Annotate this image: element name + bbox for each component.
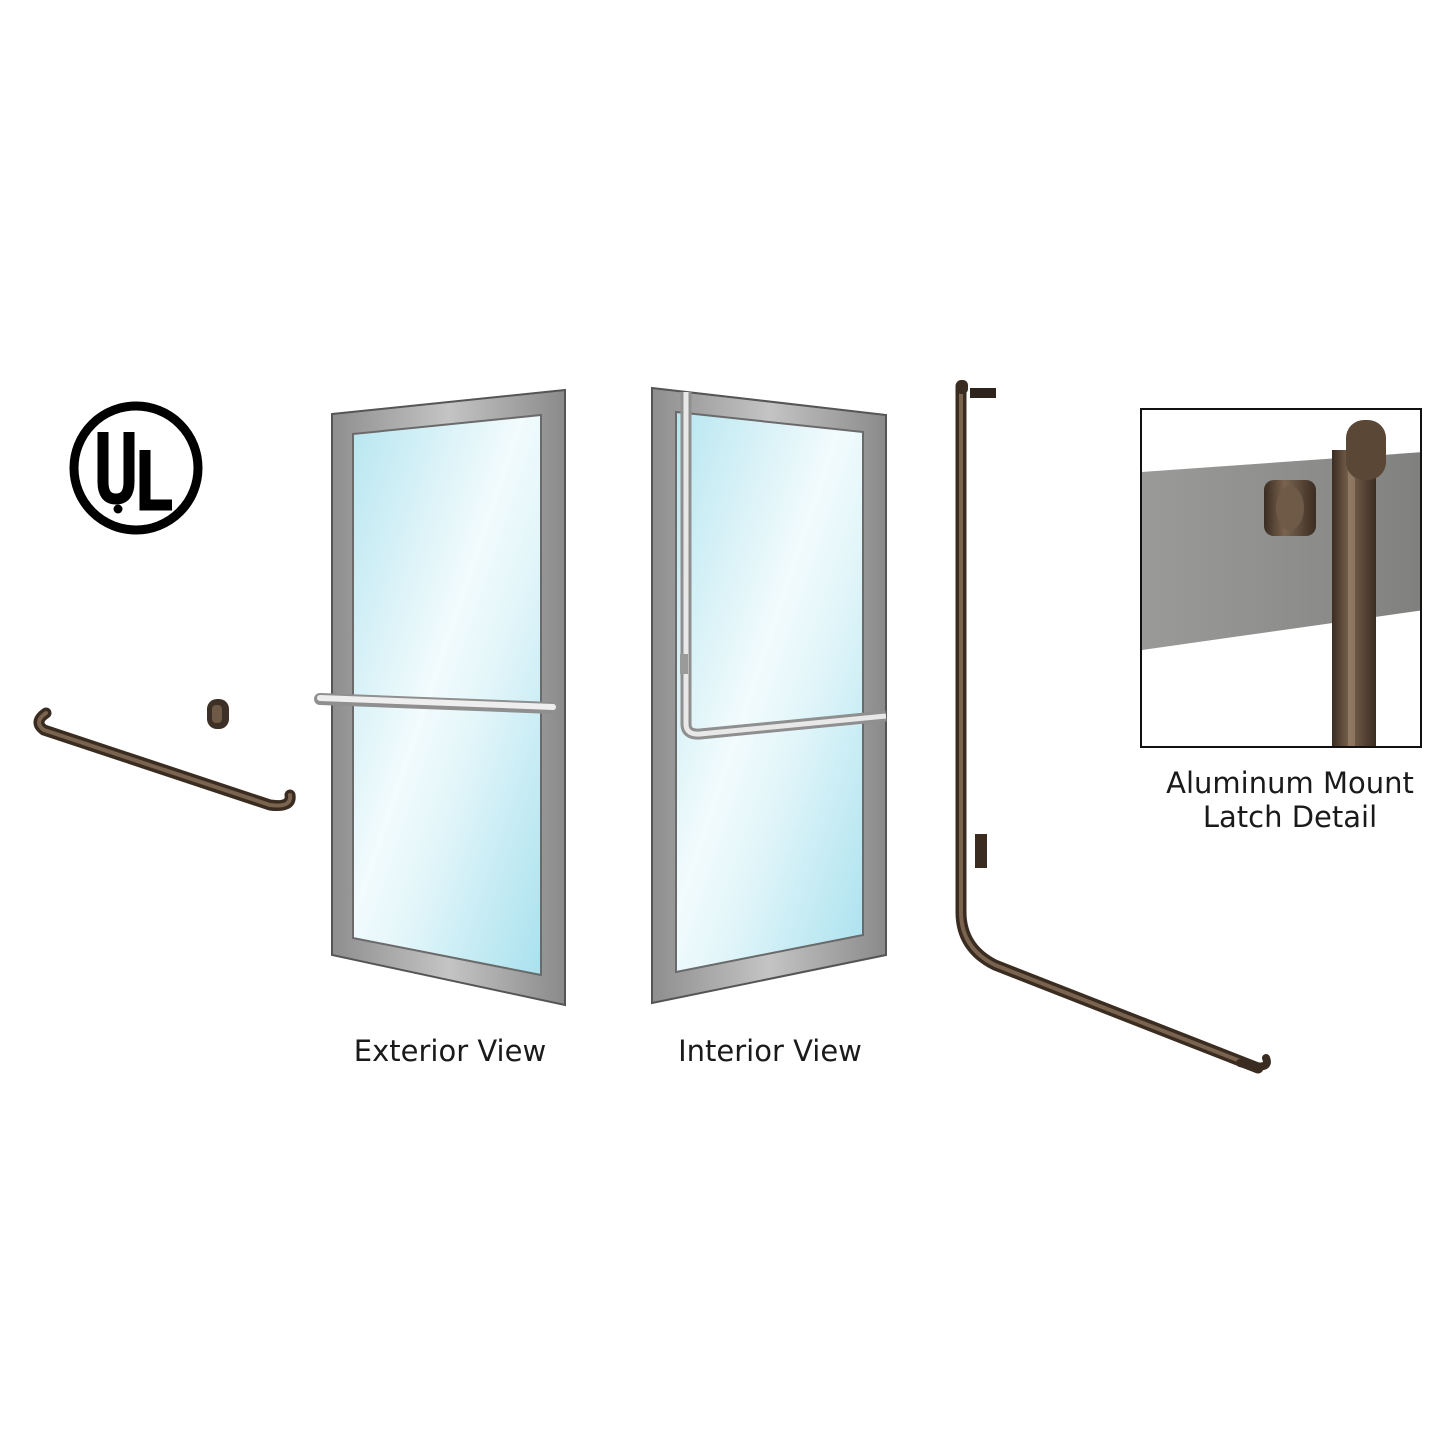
vertical-rod (1332, 420, 1386, 746)
latch-detail-inset (1140, 408, 1422, 748)
caption-interior-view: Interior View (678, 1034, 862, 1068)
latch-block (207, 699, 229, 729)
exterior-door (314, 388, 566, 1007)
bronze-pull-bar (33, 707, 296, 811)
push-bar (314, 693, 559, 714)
ul-certification-logo (69, 401, 203, 535)
interior-door (651, 386, 887, 1005)
caption-detail-line1: Aluminum Mount (1166, 766, 1414, 800)
caption-detail-line2: Latch Detail (1202, 800, 1378, 834)
panic-bar-l-shaped (680, 392, 887, 740)
bronze-panic-bar (955, 380, 1271, 1074)
latch-detail-image (1142, 410, 1420, 746)
caption-latch-detail: Aluminum Mount Latch Detail (1130, 766, 1445, 834)
caption-exterior-view: Exterior View (353, 1034, 547, 1068)
latch-cylinder (1264, 480, 1316, 536)
